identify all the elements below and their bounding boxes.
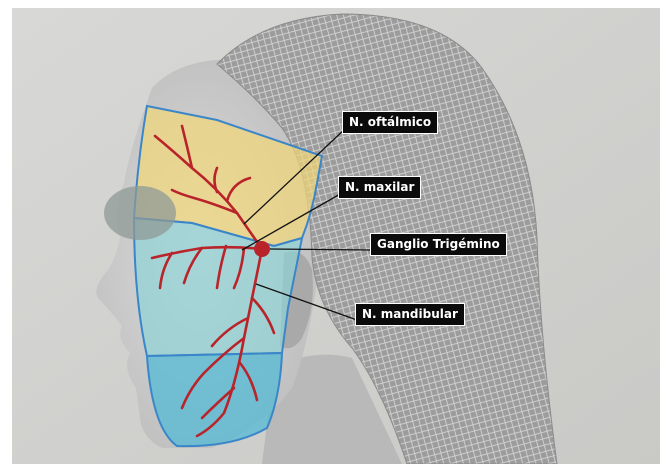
head-profile-photo <box>12 8 660 464</box>
label-maxillary-nerve: N. maxilar <box>338 176 421 199</box>
eye-region <box>104 186 176 240</box>
label-trigeminal-ganglion: Ganglio Trigémino <box>370 233 507 256</box>
ganglion-dot <box>254 241 270 257</box>
label-ophthalmic-nerve: N. oftálmico <box>342 111 438 134</box>
label-mandibular-nerve: N. mandibular <box>355 303 465 326</box>
